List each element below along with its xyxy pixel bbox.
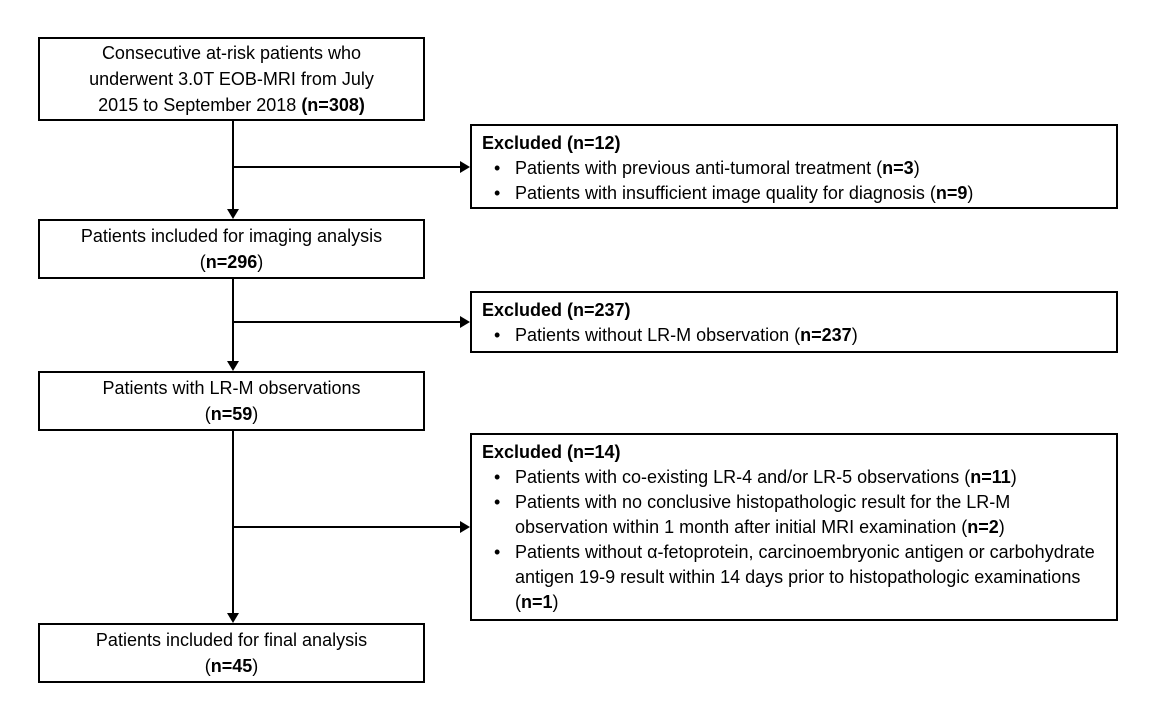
connector-branch-excluded-14: [233, 526, 461, 528]
arrowhead-down-icon: [227, 209, 239, 219]
box-text-line: (n=45): [204, 656, 259, 676]
box-excluded-14: Excluded (n=14) • Patients with co-exist…: [470, 433, 1118, 621]
box-text-line: underwent 3.0T EOB-MRI from July: [89, 69, 374, 89]
bullet-glyph: •: [494, 467, 501, 487]
excluded-item: • Patients with previous anti-tumoral tr…: [482, 156, 1108, 181]
box-consecutive-patients: Consecutive at-risk patients who underwe…: [38, 37, 425, 121]
arrowhead-down-icon: [227, 361, 239, 371]
box-excluded-237: Excluded (n=237) • Patients without LR-M…: [470, 291, 1118, 353]
excluded-item-text: Patients without LR-M observation (n=237…: [515, 325, 858, 345]
excluded-item-text: Patients with insufficient image quality…: [515, 183, 974, 203]
bullet-glyph: •: [494, 492, 501, 512]
bullet-glyph: •: [494, 158, 501, 178]
excluded-title: Excluded (n=14): [482, 442, 621, 462]
excluded-item: • Patients with co-existing LR-4 and/or …: [482, 465, 1108, 490]
bullet-glyph: •: [494, 325, 501, 345]
box-text-line: Patients with LR-M observations: [102, 378, 361, 398]
excluded-item: • Patients with insufficient image quali…: [482, 181, 1108, 206]
excluded-title: Excluded (n=12): [482, 133, 621, 153]
box-text-line: Patients included for final analysis: [95, 630, 368, 650]
excluded-item: • Patients without LR-M observation (n=2…: [482, 323, 1108, 348]
excluded-item-text: Patients with no conclusive histopatholo…: [515, 492, 1011, 537]
bullet-glyph: •: [494, 183, 501, 203]
excluded-item-text: Patients with co-existing LR-4 and/or LR…: [515, 467, 1017, 487]
connector-line-3-to-4: [232, 431, 234, 614]
excluded-item-text: Patients with previous anti-tumoral trea…: [515, 158, 920, 178]
arrowhead-down-icon: [227, 613, 239, 623]
box-imaging-analysis: Patients included for imaging analysis (…: [38, 219, 425, 279]
excluded-item: • Patients without α-fetoprotein, carcin…: [482, 540, 1108, 615]
connector-line-2-to-3: [232, 279, 234, 362]
excluded-item: • Patients with no conclusive histopatho…: [482, 490, 1108, 540]
box-excluded-12: Excluded (n=12) • Patients with previous…: [470, 124, 1118, 209]
excluded-item-text: Patients without α-fetoprotein, carcinoe…: [515, 542, 1095, 612]
box-text-line: (n=59): [204, 404, 259, 424]
arrowhead-right-icon: [460, 521, 470, 533]
connector-branch-excluded-237: [233, 321, 461, 323]
arrowhead-right-icon: [460, 316, 470, 328]
excluded-title: Excluded (n=237): [482, 300, 631, 320]
box-lrm-observations: Patients with LR-M observations (n=59): [38, 371, 425, 431]
connector-branch-excluded-12: [233, 166, 461, 168]
box-text-line: Patients included for imaging analysis: [80, 226, 383, 246]
arrowhead-right-icon: [460, 161, 470, 173]
bullet-glyph: •: [494, 542, 501, 562]
connector-line-1-to-2: [232, 121, 234, 210]
box-text-line: (n=296): [199, 252, 264, 272]
box-final-analysis: Patients included for final analysis (n=…: [38, 623, 425, 683]
box-text-line: Consecutive at-risk patients who: [101, 43, 362, 63]
box-text-line: 2015 to September 2018 (n=308): [98, 95, 365, 115]
